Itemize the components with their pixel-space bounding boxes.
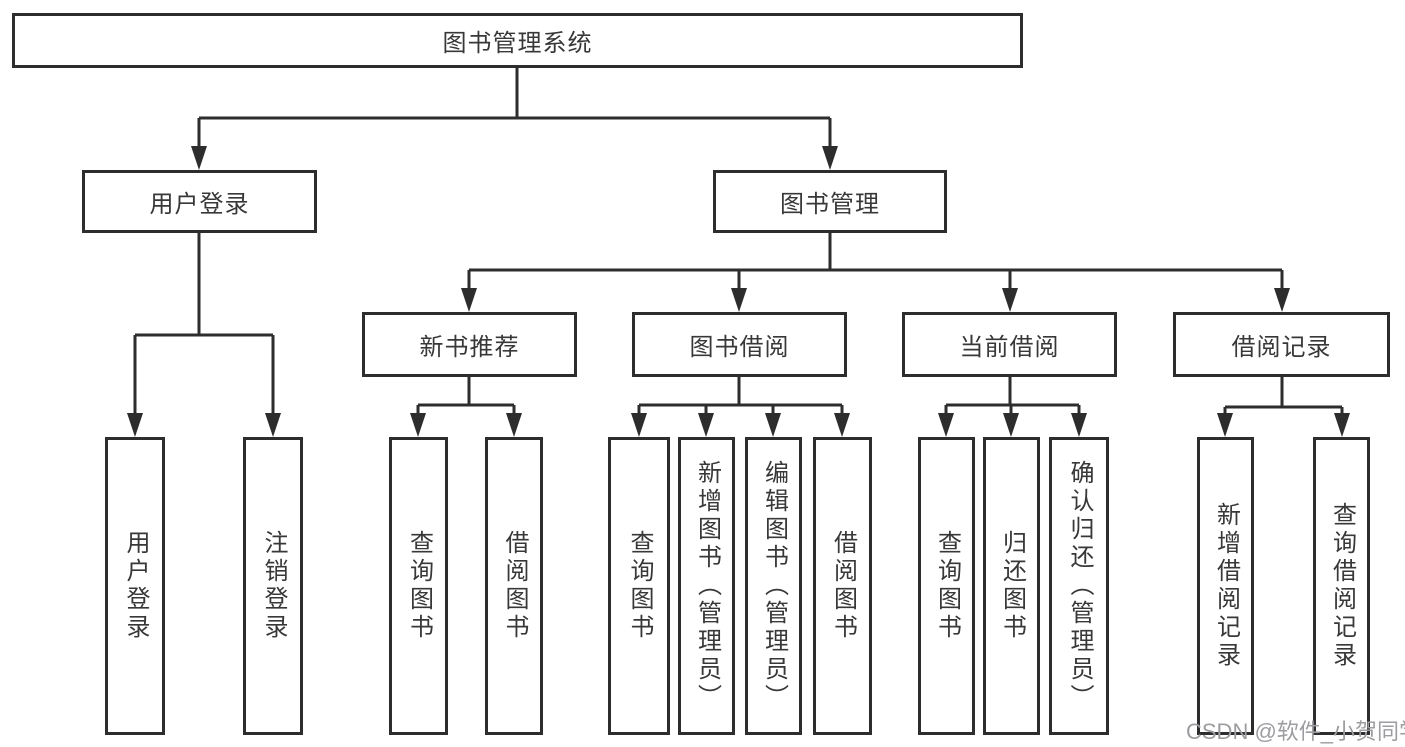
node-book-management: 图书管理 <box>713 170 947 233</box>
node-new-book-recommend: 新书推荐 <box>362 312 577 377</box>
leaf-label: 编辑图书（管理员） <box>760 460 788 712</box>
leaf-query-books-borrow: 查询图书 <box>608 437 670 735</box>
leaf-add-borrow-record: 新增借阅记录 <box>1197 437 1254 735</box>
leaf-query-borrow-record: 查询借阅记录 <box>1313 437 1370 735</box>
node-current-borrow: 当前借阅 <box>902 312 1117 377</box>
connector-borrow-records <box>1223 377 1344 417</box>
connector-new-book-recommend <box>416 377 516 417</box>
leaf-label: 新增借阅记录 <box>1212 502 1240 670</box>
leaf-label: 查询图书 <box>626 530 653 642</box>
node-system-root: 图书管理系统 <box>12 13 1023 68</box>
leaf-label: 归还图书 <box>998 530 1026 642</box>
leaf-label: 注销登录 <box>260 530 287 642</box>
connector-book-borrow <box>637 377 844 417</box>
leaf-borrow-books: 借阅图书 <box>813 437 872 735</box>
leaf-label: 借阅图书 <box>501 530 528 642</box>
node-user-login: 用户登录 <box>82 170 317 233</box>
leaf-label: 查询图书 <box>933 530 961 642</box>
leaf-label: 确认归还（管理员） <box>1066 460 1093 712</box>
connector-user-login <box>133 233 275 417</box>
leaf-query-books-recommend: 查询图书 <box>389 437 448 735</box>
leaf-label: 查询借阅记录 <box>1328 502 1356 670</box>
leaf-user-login: 用户登录 <box>105 437 165 735</box>
leaf-logout: 注销登录 <box>243 437 303 735</box>
connector-current-borrow <box>944 377 1081 417</box>
leaf-borrow-books-recommend: 借阅图书 <box>485 437 543 735</box>
leaf-query-books-current: 查询图书 <box>918 437 975 735</box>
leaf-edit-books-admin: 编辑图书（管理员） <box>745 437 802 735</box>
node-borrow-records: 借阅记录 <box>1173 312 1390 377</box>
connector-book-management <box>467 233 1284 292</box>
csdn-watermark: CSDN @软件_小贺同学 <box>1186 719 1405 744</box>
leaf-confirm-return-admin: 确认归还（管理员） <box>1049 437 1109 735</box>
leaf-label: 查询图书 <box>405 530 433 642</box>
node-book-borrow: 图书借阅 <box>632 312 847 377</box>
connector-root <box>197 68 832 150</box>
leaf-return-books: 归还图书 <box>983 437 1040 735</box>
leaf-label: 新增图书（管理员） <box>693 460 721 712</box>
leaf-label: 用户登录 <box>122 530 149 642</box>
leaf-label: 借阅图书 <box>829 530 857 642</box>
leaf-add-books-admin: 新增图书（管理员） <box>678 437 735 735</box>
